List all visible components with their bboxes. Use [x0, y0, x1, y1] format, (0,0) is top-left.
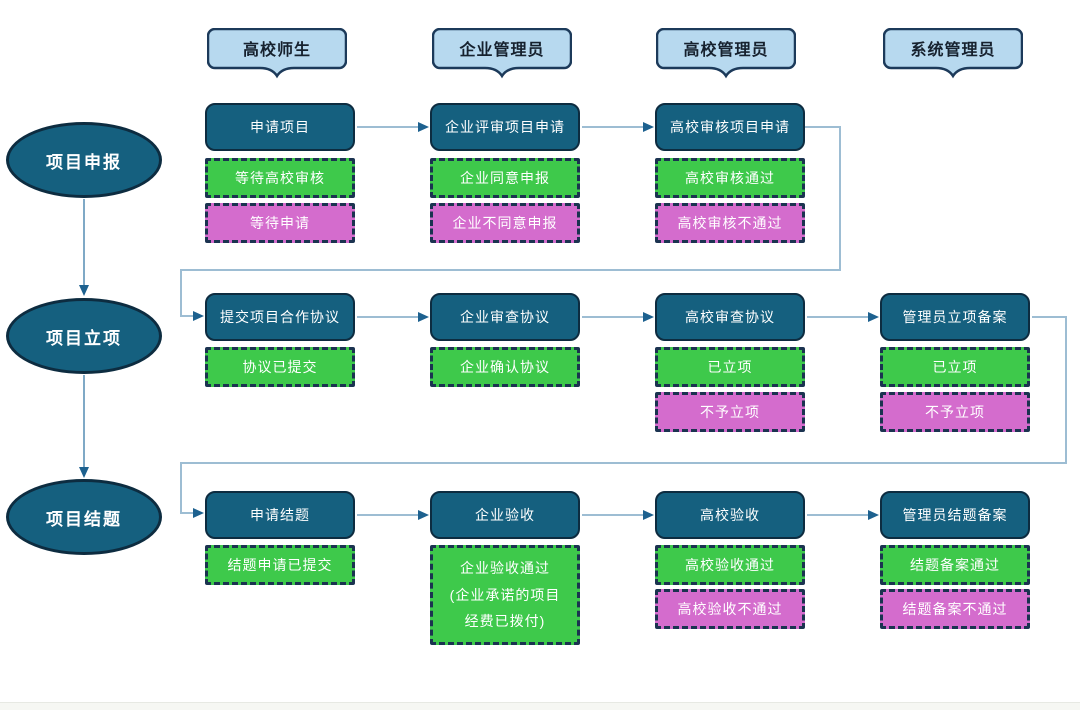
status-conclusion-submitted: 结题申请已提交: [205, 545, 355, 585]
status-agreement-submitted: 协议已提交: [205, 347, 355, 387]
lane-header-university-staff: 高校师生: [207, 28, 347, 79]
status-label: 结题申请已提交: [227, 556, 333, 573]
status-label: 高校审核通过: [685, 169, 775, 186]
phase-label: 项目结题: [46, 509, 122, 529]
bottom-edge-bar: [0, 702, 1080, 710]
status-label: 等待申请: [250, 214, 310, 231]
lane-header-label: 高校管理员: [683, 42, 769, 59]
process-submit-cooperation-agreement: 提交项目合作协议: [205, 293, 355, 341]
status-label: 企业不同意申报: [452, 214, 558, 231]
status-university-audit-fail: 高校审核不通过: [655, 203, 805, 243]
status-enterprise-agree: 企业同意申报: [430, 158, 580, 198]
banner-shape-icon: [883, 28, 1023, 79]
process-apply-conclusion: 申请结题: [205, 491, 355, 539]
status-label: 企业确认协议: [460, 358, 550, 375]
status-label: 不予立项: [925, 403, 985, 420]
phase-project-conclusion: 项目结题: [6, 479, 162, 555]
process-university-review-agreement: 高校审查协议: [655, 293, 805, 341]
process-label: 企业审查协议: [460, 309, 550, 325]
process-label: 企业验收: [475, 507, 535, 523]
status-project-not-established-2: 不予立项: [880, 392, 1030, 432]
status-label: 高校验收通过: [685, 556, 775, 573]
phase-project-application: 项目申报: [6, 122, 162, 198]
process-enterprise-acceptance: 企业验收: [430, 491, 580, 539]
process-label: 管理员结题备案: [902, 507, 1008, 523]
status-project-established: 已立项: [655, 347, 805, 387]
lane-header-university-admin: 高校管理员: [656, 28, 796, 79]
status-university-acceptance-pass: 高校验收通过: [655, 545, 805, 585]
status-label: 已立项: [707, 358, 753, 375]
status-enterprise-confirm-agreement: 企业确认协议: [430, 347, 580, 387]
status-enterprise-acceptance-pass: 企业验收通过 (企业承诺的项目 经费已拨付): [430, 545, 580, 645]
status-project-established-2: 已立项: [880, 347, 1030, 387]
phase-project-approval: 项目立项: [6, 298, 162, 374]
process-label: 申请结题: [250, 507, 310, 523]
phase-label: 项目申报: [46, 152, 122, 172]
status-conclusion-record-pass: 结题备案通过: [880, 545, 1030, 585]
process-enterprise-review-agreement: 企业审查协议: [430, 293, 580, 341]
process-label: 企业评审项目申请: [445, 119, 565, 135]
status-label: 已立项: [932, 358, 978, 375]
process-admin-conclusion-record: 管理员结题备案: [880, 491, 1030, 539]
status-label: 高校验收不通过: [677, 600, 783, 617]
process-enterprise-review-application: 企业评审项目申请: [430, 103, 580, 151]
status-conclusion-record-fail: 结题备案不通过: [880, 589, 1030, 629]
phase-label: 项目立项: [46, 328, 122, 348]
status-university-audit-pass: 高校审核通过: [655, 158, 805, 198]
process-apply-project: 申请项目: [205, 103, 355, 151]
status-project-not-established: 不予立项: [655, 392, 805, 432]
lane-header-system-admin: 系统管理员: [883, 28, 1023, 79]
banner-shape-icon: [432, 28, 572, 79]
status-label: 结题备案通过: [910, 556, 1000, 573]
status-label: 企业同意申报: [460, 169, 550, 186]
banner-shape-icon: [656, 28, 796, 79]
banner-shape-icon: [207, 28, 347, 79]
status-label: 等待高校审核: [235, 169, 325, 186]
status-label: 企业验收通过 (企业承诺的项目 经费已拨付): [449, 560, 561, 630]
process-admin-establishment-record: 管理员立项备案: [880, 293, 1030, 341]
status-label: 不予立项: [700, 403, 760, 420]
process-label: 管理员立项备案: [902, 309, 1008, 325]
lane-header-label: 企业管理员: [459, 42, 545, 59]
process-label: 高校审查协议: [685, 309, 775, 325]
status-waiting-university-audit: 等待高校审核: [205, 158, 355, 198]
lane-header-enterprise-admin: 企业管理员: [432, 28, 572, 79]
lane-header-label: 高校师生: [242, 42, 311, 59]
status-label: 结题备案不通过: [902, 600, 1008, 617]
process-university-audit-application: 高校审核项目申请: [655, 103, 805, 151]
process-label: 高校审核项目申请: [670, 119, 790, 135]
status-label: 高校审核不通过: [677, 214, 783, 231]
process-label: 申请项目: [250, 119, 310, 135]
status-enterprise-disagree: 企业不同意申报: [430, 203, 580, 243]
process-label: 提交项目合作协议: [220, 309, 340, 325]
status-university-acceptance-fail: 高校验收不通过: [655, 589, 805, 629]
lane-header-label: 系统管理员: [910, 42, 996, 59]
process-label: 高校验收: [700, 507, 760, 523]
status-waiting-apply: 等待申请: [205, 203, 355, 243]
process-university-acceptance: 高校验收: [655, 491, 805, 539]
status-label: 协议已提交: [242, 358, 318, 375]
